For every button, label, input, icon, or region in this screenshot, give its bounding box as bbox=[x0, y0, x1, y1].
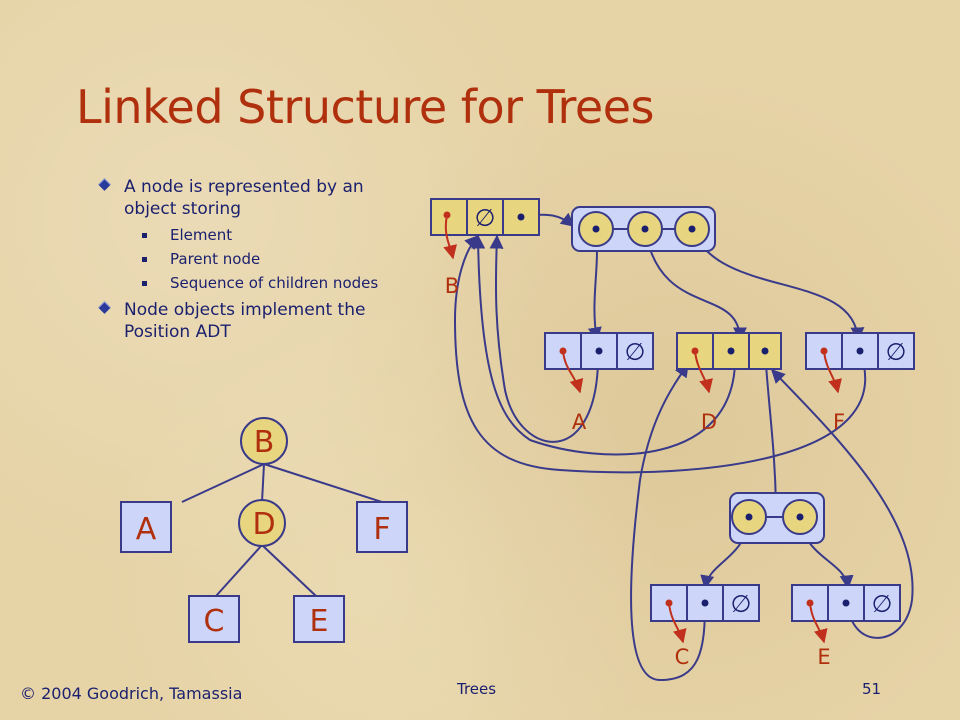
tree-node-b-label: B bbox=[254, 425, 275, 460]
children-container-b bbox=[571, 206, 716, 252]
linked-node-a: ∅ bbox=[544, 332, 654, 370]
null-symbol-icon: ∅ bbox=[625, 338, 646, 366]
linked-node-e: ∅ bbox=[791, 584, 901, 622]
label-d: D bbox=[701, 410, 717, 434]
tree-node-d-label: D bbox=[252, 507, 275, 542]
label-e: E bbox=[817, 645, 830, 669]
linked-node-c: ∅ bbox=[650, 584, 760, 622]
element-pointer-b bbox=[443, 214, 457, 260]
null-symbol-icon: ∅ bbox=[475, 204, 496, 232]
children-pointer-d bbox=[764, 351, 783, 509]
bullet-text: Node objects implement the Position ADT bbox=[124, 300, 366, 342]
element-pointer-f bbox=[823, 350, 842, 394]
slide-title: Linked Structure for Trees bbox=[76, 80, 654, 134]
linked-node-f: ∅ bbox=[805, 332, 915, 370]
linked-node-d bbox=[676, 332, 782, 370]
element-pointer-a bbox=[562, 350, 584, 394]
sub-bullet-text: Sequence of children nodes bbox=[170, 274, 379, 292]
footer-page-number: 51 bbox=[862, 680, 882, 698]
tree-node-b bbox=[240, 417, 288, 465]
parent-pointer-e-to-d bbox=[771, 368, 914, 639]
parent-pointer-d-to-b bbox=[471, 234, 737, 456]
label-a: A bbox=[572, 410, 587, 434]
tree-edge bbox=[261, 544, 317, 597]
square-bullet-icon bbox=[142, 233, 147, 238]
label-c: C bbox=[675, 645, 690, 669]
element-pointer-d bbox=[694, 350, 713, 394]
tree-edge bbox=[215, 544, 263, 597]
sub-bullet-item: Parent node bbox=[96, 250, 396, 269]
label-b: B bbox=[445, 274, 459, 298]
tree-node-e-label: E bbox=[310, 604, 329, 639]
bullet-item: Node objects implement the Position ADT bbox=[96, 299, 396, 343]
tree-node-d bbox=[238, 499, 286, 547]
tree-edge bbox=[261, 463, 265, 503]
bullet-item: A node is represented by an object stori… bbox=[96, 176, 396, 220]
tree-edge bbox=[181, 463, 265, 503]
element-pointer-e bbox=[809, 602, 828, 644]
tree-node-c bbox=[188, 595, 240, 643]
tree-node-a bbox=[120, 501, 172, 553]
footer-topic: Trees bbox=[457, 680, 497, 698]
parent-pointer-c-to-d bbox=[630, 362, 706, 682]
tree-node-f bbox=[356, 501, 408, 553]
sub-bullet-item: Sequence of children nodes bbox=[96, 274, 396, 293]
square-bullet-icon bbox=[142, 257, 147, 262]
bullet-list: A node is represented by an object stori… bbox=[96, 176, 396, 349]
parent-pointer-a-to-b bbox=[489, 234, 600, 443]
tree-node-f-label: F bbox=[373, 512, 390, 547]
sub-bullet-text: Element bbox=[170, 226, 233, 244]
tree-node-e bbox=[293, 595, 345, 643]
footer-copyright: © 2004 Goodrich, Tamassia bbox=[20, 684, 243, 703]
null-symbol-icon: ∅ bbox=[872, 590, 893, 618]
sub-bullet-item: Element bbox=[96, 226, 396, 245]
parent-pointer-f-to-b bbox=[453, 234, 867, 474]
sub-bullet-text: Parent node bbox=[170, 250, 261, 268]
tree-node-a-label: A bbox=[136, 512, 157, 547]
child-pointer-root-to-d bbox=[644, 228, 747, 342]
small-tree bbox=[181, 463, 383, 597]
tree-edge bbox=[263, 463, 383, 503]
bullet-text: A node is represented by an object stori… bbox=[124, 177, 364, 219]
label-f: F bbox=[833, 410, 845, 434]
element-pointer-c bbox=[668, 602, 687, 644]
linked-node-b: ∅ bbox=[430, 198, 540, 236]
small-tree-nodes: B A D F C E bbox=[120, 417, 408, 643]
null-symbol-icon: ∅ bbox=[886, 338, 907, 366]
null-symbol-icon: ∅ bbox=[731, 590, 752, 618]
tree-node-c-label: C bbox=[204, 604, 225, 639]
children-container-d bbox=[729, 492, 825, 544]
square-bullet-icon bbox=[142, 281, 147, 286]
child-pointer-root-to-f bbox=[691, 228, 865, 342]
